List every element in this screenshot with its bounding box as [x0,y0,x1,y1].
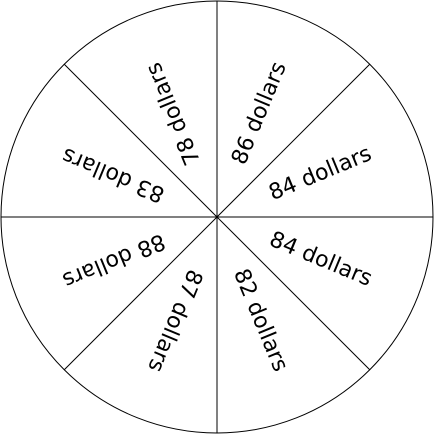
sector-divider [216,63,371,218]
sector-divider [63,216,218,371]
sector-divider [216,216,371,371]
sector-divider [63,63,218,218]
